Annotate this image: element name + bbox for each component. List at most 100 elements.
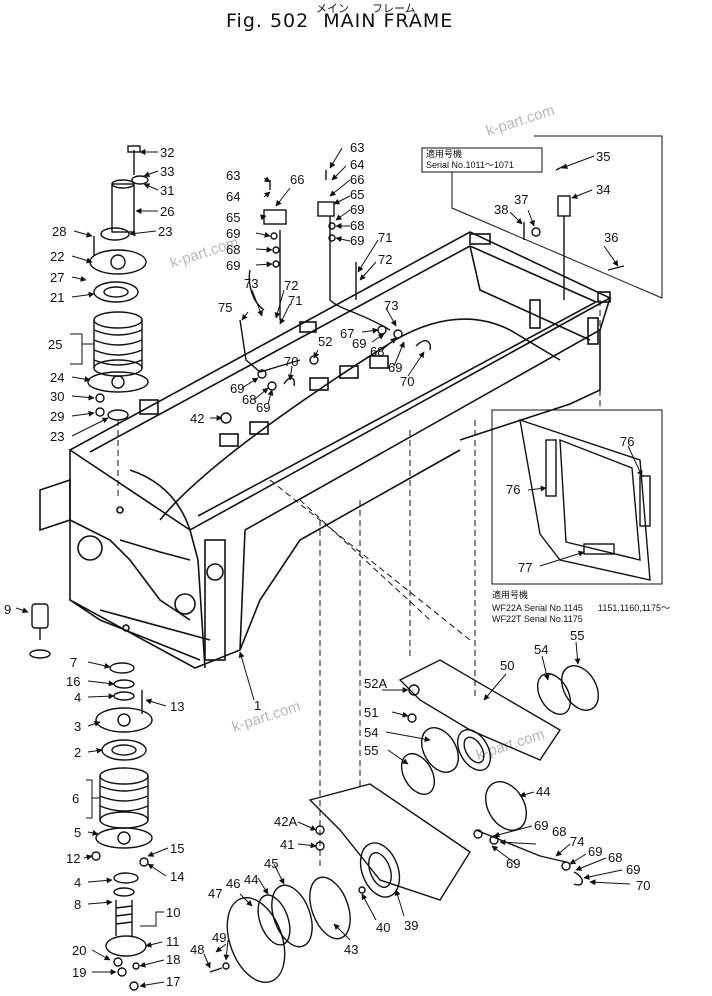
part-label: 70	[284, 354, 298, 369]
part-label: 4	[74, 690, 81, 705]
figure-kana-left: メイン	[316, 2, 349, 15]
part-label: 15	[170, 841, 184, 856]
part-label: 23	[50, 429, 64, 444]
part-label: 76	[506, 482, 520, 497]
part-label: 69	[226, 226, 240, 241]
part-label: 33	[160, 164, 174, 179]
part-label: 71	[288, 293, 302, 308]
part-label: 67	[340, 326, 354, 341]
part-label: 45	[264, 856, 278, 871]
upper-pivot-assembly	[87, 145, 149, 421]
part-label: 69	[626, 862, 640, 877]
hydraulic-piping	[220, 170, 432, 424]
part-label: 54	[534, 642, 548, 657]
part-label: 69	[350, 233, 364, 248]
part-label: 18	[166, 952, 180, 967]
part-label: 66	[290, 172, 304, 187]
part-label: 71	[378, 230, 392, 245]
part-label: 9	[4, 602, 11, 617]
figure-number: Fig. 502	[226, 10, 310, 32]
part-label: 51	[364, 705, 378, 720]
axle-bracket-assembly	[209, 659, 600, 983]
part-label: 10	[166, 905, 180, 920]
part-label: 77	[518, 560, 532, 575]
part-label: 27	[50, 270, 64, 285]
leader-lines	[15, 147, 643, 989]
part-label: 32	[160, 145, 174, 160]
part-label: 40	[376, 920, 390, 935]
part-label: 50	[500, 658, 514, 673]
part-label: 42A	[274, 814, 297, 829]
part-label: 42	[190, 411, 204, 426]
part-label: 17	[166, 974, 180, 989]
part-label: 3	[74, 719, 81, 734]
inset-right-line2: WF22T Serial No.1175	[492, 614, 583, 624]
part-label: 46	[226, 876, 240, 891]
watermark-bottom-left: k-part.com	[230, 698, 303, 736]
part-label: 68	[370, 344, 384, 359]
part-label: 36	[604, 230, 618, 245]
part-label: 69	[506, 856, 520, 871]
part-label: 39	[404, 918, 418, 933]
part-label: 6	[72, 791, 79, 806]
figure-kana-right: フレーム	[372, 2, 416, 15]
top-inset-parts	[421, 135, 663, 300]
part-label: 30	[50, 389, 64, 404]
part-label: 41	[280, 837, 294, 852]
part-label: 34	[596, 182, 610, 197]
part-label: 65	[350, 187, 364, 202]
part-label: 73	[244, 276, 258, 291]
part-label: 72	[378, 252, 392, 267]
part-label: 68	[242, 392, 256, 407]
part-label: 68	[350, 218, 364, 233]
part-label: 73	[384, 298, 398, 313]
part-label: 20	[72, 943, 86, 958]
part-label: 65	[226, 210, 240, 225]
part-label: 69	[226, 258, 240, 273]
figure-name: MAIN FRAME	[323, 10, 454, 32]
part-label: 2	[74, 745, 81, 760]
part-label: 75	[218, 300, 232, 315]
figure-title: Fig. 502 MAIN FRAME	[226, 10, 453, 32]
inset-top-serial: Serial No.1011～1071	[426, 160, 514, 170]
part-label: 29	[50, 409, 64, 424]
part-label: 64	[226, 189, 240, 204]
part-label: 68	[552, 824, 566, 839]
part-label: 55	[570, 628, 584, 643]
part-label: 54	[364, 725, 378, 740]
part-label: 28	[52, 224, 66, 239]
inset-right-line1: WF22A Serial No.1145	[492, 603, 583, 613]
right-inset-parts	[491, 409, 663, 585]
part-label: 44	[244, 872, 258, 887]
watermark-top-right: k-part.com	[484, 102, 557, 140]
lower-pivot-assembly	[29, 603, 153, 991]
part-label: 25	[48, 337, 62, 352]
part-label: 14	[170, 869, 184, 884]
part-label: 48	[190, 942, 204, 957]
part-label: 68	[608, 850, 622, 865]
part-label: 69	[388, 360, 402, 375]
part-label: 8	[74, 897, 81, 912]
inset-right-jp: 適用号機	[492, 589, 528, 600]
part-label: 35	[596, 149, 610, 164]
part-label: 13	[170, 699, 184, 714]
part-label: 37	[514, 192, 528, 207]
part-label: 69	[230, 381, 244, 396]
part-label: 69	[256, 400, 270, 415]
part-label: 63	[226, 168, 240, 183]
part-label: 70	[636, 878, 650, 893]
part-label: 66	[350, 172, 364, 187]
part-label: 31	[160, 183, 174, 198]
part-label: 64	[350, 157, 364, 172]
part-label: 68	[226, 242, 240, 257]
inset-top-jp: 適用号機	[426, 148, 462, 159]
part-label: 55	[364, 743, 378, 758]
inset-right-line1b: 1151,1160,1175～	[598, 603, 670, 613]
part-label: 5	[74, 825, 81, 840]
part-label: 63	[350, 140, 364, 155]
part-label: 22	[50, 249, 64, 264]
part-label: 69	[534, 818, 548, 833]
part-label: 4	[74, 875, 81, 890]
part-label: 38	[494, 202, 508, 217]
